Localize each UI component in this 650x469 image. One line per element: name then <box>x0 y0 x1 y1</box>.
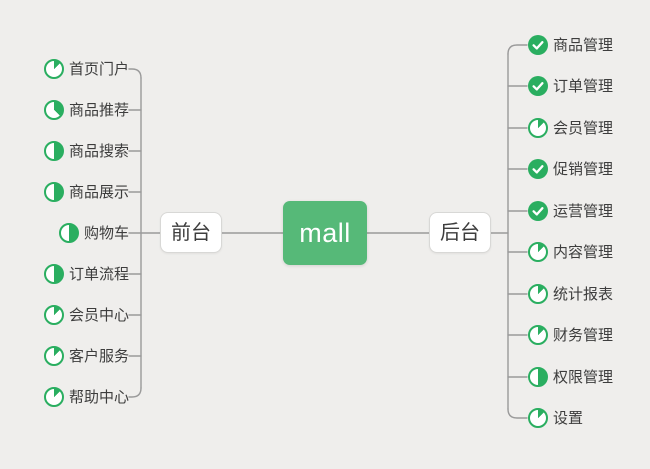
branch-node-label: 前台 <box>171 221 211 244</box>
mindmap-node[interactable]: 商品搜索 <box>43 140 129 162</box>
mindmap-node[interactable]: 财务管理 <box>528 324 613 346</box>
progress-pie-icon <box>43 100 64 120</box>
progress-pie-icon <box>43 305 64 325</box>
node-label: 设置 <box>553 409 584 427</box>
mindmap-node[interactable]: 统计报表 <box>528 283 613 305</box>
progress-pie-icon <box>58 223 79 243</box>
node-label: 会员管理 <box>553 119 614 137</box>
progress-pie-icon <box>43 141 64 161</box>
node-label: 运营管理 <box>553 202 614 220</box>
root-node-label: mall <box>299 217 351 248</box>
progress-pie-icon <box>528 367 548 387</box>
mindmap-node[interactable]: 会员管理 <box>528 117 613 139</box>
mindmap-node[interactable]: 首页门户 <box>43 58 129 80</box>
node-label: 内容管理 <box>553 243 614 261</box>
progress-pie-icon <box>528 242 548 262</box>
progress-pie-icon <box>43 182 64 202</box>
mindmap-node[interactable]: 商品管理 <box>528 34 613 56</box>
mindmap-node[interactable]: 促销管理 <box>528 158 613 180</box>
progress-pie-icon <box>43 346 64 366</box>
check-icon <box>528 35 548 55</box>
mindmap-node[interactable]: 商品推荐 <box>43 99 129 121</box>
mindmap-node[interactable]: 帮助中心 <box>43 386 129 408</box>
mindmap-node[interactable]: 权限管理 <box>528 366 613 388</box>
node-label: 统计报表 <box>553 285 614 303</box>
branch-node-label: 后台 <box>440 221 480 244</box>
root-node-mall[interactable]: mall <box>283 201 367 265</box>
node-label: 商品推荐 <box>68 101 129 119</box>
node-label: 购物车 <box>83 224 129 242</box>
check-icon <box>528 201 548 221</box>
node-label: 订单流程 <box>68 265 129 283</box>
node-label: 商品搜索 <box>68 142 129 160</box>
node-label: 商品管理 <box>553 36 614 54</box>
progress-pie-icon <box>43 264 64 284</box>
branch-node-backend[interactable]: 后台 <box>429 212 491 253</box>
mindmap-node[interactable]: 订单流程 <box>43 263 129 285</box>
node-label: 首页门户 <box>68 60 129 78</box>
node-label: 商品展示 <box>68 183 129 201</box>
mindmap-node[interactable]: 商品展示 <box>43 181 129 203</box>
node-label: 订单管理 <box>553 77 614 95</box>
node-label: 财务管理 <box>553 326 614 344</box>
mindmap-node[interactable]: 购物车 <box>58 222 129 244</box>
progress-pie-icon <box>528 118 548 138</box>
progress-pie-icon <box>43 387 64 407</box>
node-label: 客户服务 <box>68 347 129 365</box>
mindmap-node[interactable]: 内容管理 <box>528 241 613 263</box>
mindmap-node[interactable]: 订单管理 <box>528 75 613 97</box>
node-label: 促销管理 <box>553 160 614 178</box>
branch-node-frontend[interactable]: 前台 <box>160 212 222 253</box>
progress-pie-icon <box>528 408 548 428</box>
mindmap-node[interactable]: 会员中心 <box>43 304 129 326</box>
progress-pie-icon <box>43 59 64 79</box>
mindmap-node[interactable]: 运营管理 <box>528 200 613 222</box>
progress-pie-icon <box>528 284 548 304</box>
check-icon <box>528 76 548 96</box>
mindmap-node[interactable]: 客户服务 <box>43 345 129 367</box>
node-label: 权限管理 <box>553 368 614 386</box>
mindmap-node[interactable]: 设置 <box>528 407 583 429</box>
node-label: 帮助中心 <box>68 388 129 406</box>
check-icon <box>528 159 548 179</box>
node-label: 会员中心 <box>68 306 129 324</box>
progress-pie-icon <box>528 325 548 345</box>
